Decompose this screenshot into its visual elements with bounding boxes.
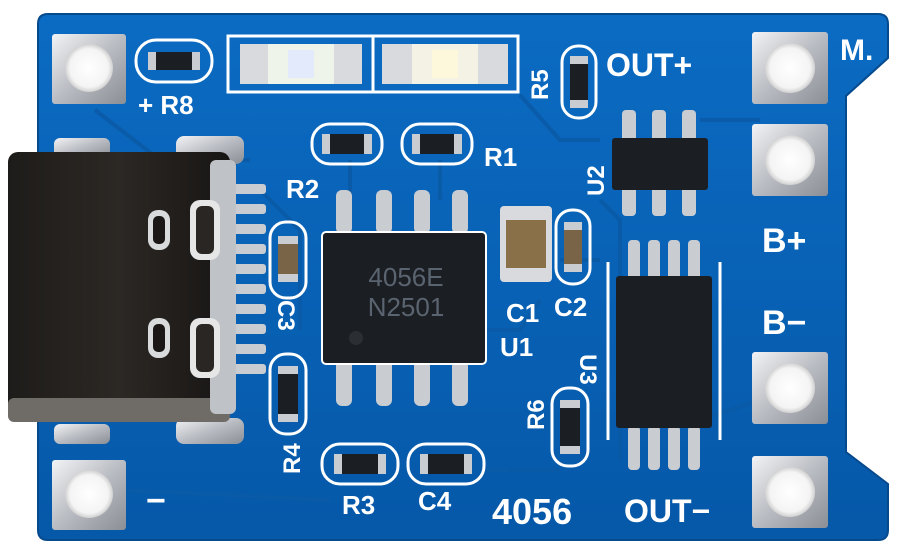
label-u3: U3 xyxy=(574,354,601,385)
pad-b-minus xyxy=(752,352,828,424)
resistor-r6 xyxy=(550,386,590,468)
usb-type-c-connector xyxy=(8,136,266,444)
chip-u1-line1: 4056E xyxy=(368,262,443,292)
label-out-minus: OUT− xyxy=(624,493,710,529)
resistor-r4 xyxy=(268,352,308,436)
pad-out-plus xyxy=(752,32,828,104)
label-r5: R5 xyxy=(527,69,554,100)
label-b-minus: B− xyxy=(762,304,806,342)
pad-out-minus xyxy=(752,456,828,528)
capacitor-c3 xyxy=(268,220,308,300)
label-r2: R2 xyxy=(286,174,319,204)
label-model: 4056 xyxy=(492,491,572,532)
capacitor-c1 xyxy=(500,206,552,282)
resistor-r2 xyxy=(310,122,384,166)
label-plus-r8: + R8 xyxy=(138,90,194,120)
label-r1: R1 xyxy=(484,142,517,172)
label-u2: U2 xyxy=(583,165,610,196)
label-u1: U1 xyxy=(500,332,533,362)
chip-u1: 4056E N2501 xyxy=(321,190,487,406)
label-out-plus: OUT+ xyxy=(606,47,692,83)
pad-bottom-left xyxy=(52,460,126,530)
usb-pins xyxy=(228,184,266,374)
label-c1: C1 xyxy=(506,298,539,328)
label-r6: R6 xyxy=(523,399,550,430)
chip-u1-line2: N2501 xyxy=(368,292,445,322)
pad-b-plus xyxy=(752,124,828,196)
label-c3: C3 xyxy=(272,300,299,331)
capacitor-c4 xyxy=(406,442,486,486)
resistor-r8 xyxy=(134,38,214,84)
label-r4: R4 xyxy=(279,443,306,474)
led-block xyxy=(226,34,520,94)
label-r3: R3 xyxy=(342,490,375,520)
pad-top-left xyxy=(52,34,126,104)
capacitor-c2 xyxy=(554,208,592,286)
label-c2: C2 xyxy=(554,292,587,322)
label-c4: C4 xyxy=(418,486,452,516)
resistor-r3 xyxy=(320,442,400,486)
resistor-r1 xyxy=(400,122,474,166)
label-minus: − xyxy=(146,482,166,520)
label-m: M. xyxy=(840,34,873,67)
label-b-plus: B+ xyxy=(762,222,806,260)
chip-u2 xyxy=(612,110,708,216)
resistor-r5 xyxy=(560,44,598,120)
chip-u3 xyxy=(606,240,722,470)
